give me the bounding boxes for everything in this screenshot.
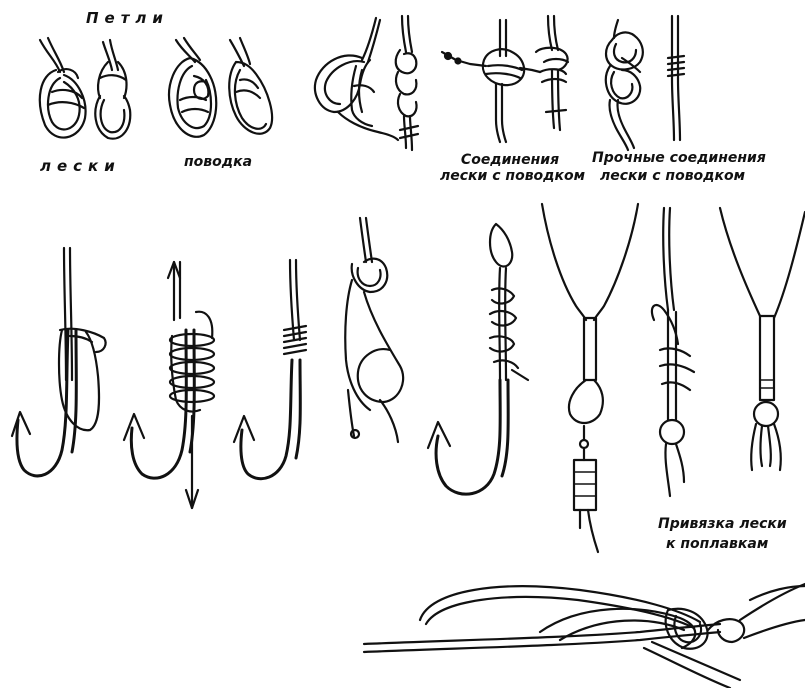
line-loop-figure-1 [40, 38, 86, 138]
caption-float-tie-line1: Привязка лески [658, 516, 787, 532]
join-figure-4 [536, 16, 568, 130]
caption-strong-joins-line1: Прочные соединения [592, 150, 766, 166]
caption-strong-joins-line2: лески с поводком [600, 168, 745, 184]
hook-figure-3 [234, 260, 306, 479]
strong-join-figure-1 [606, 20, 643, 150]
join-figure-3 [442, 20, 540, 142]
leader-loop-figure-1 [169, 38, 216, 137]
knot-figure-4 [345, 218, 403, 442]
join-figure-2 [396, 16, 418, 150]
strong-join-figure-2 [668, 16, 684, 140]
caption-line-loops: лески [40, 158, 121, 174]
leader-loop-figure-2 [229, 38, 272, 134]
hook-figure-5 [428, 224, 528, 494]
caption-leader-loops: поводка [184, 154, 252, 170]
hook-figure-1 [12, 248, 106, 476]
float-tie-figure-large [364, 584, 805, 688]
caption-float-tie-line2: к поплавкам [666, 536, 768, 552]
caption-loops: Петли [86, 10, 169, 26]
float-tie-figure-1 [542, 204, 638, 552]
caption-joins-line1: Соединения [450, 152, 570, 168]
hook-figure-2 [124, 262, 214, 508]
line-loop-figure-2 [95, 40, 130, 139]
float-tie-figure-2 [652, 208, 694, 496]
join-figure-1 [315, 18, 398, 140]
caption-joins-line2: лески с поводком [440, 168, 580, 184]
float-tie-figure-3 [720, 208, 805, 470]
